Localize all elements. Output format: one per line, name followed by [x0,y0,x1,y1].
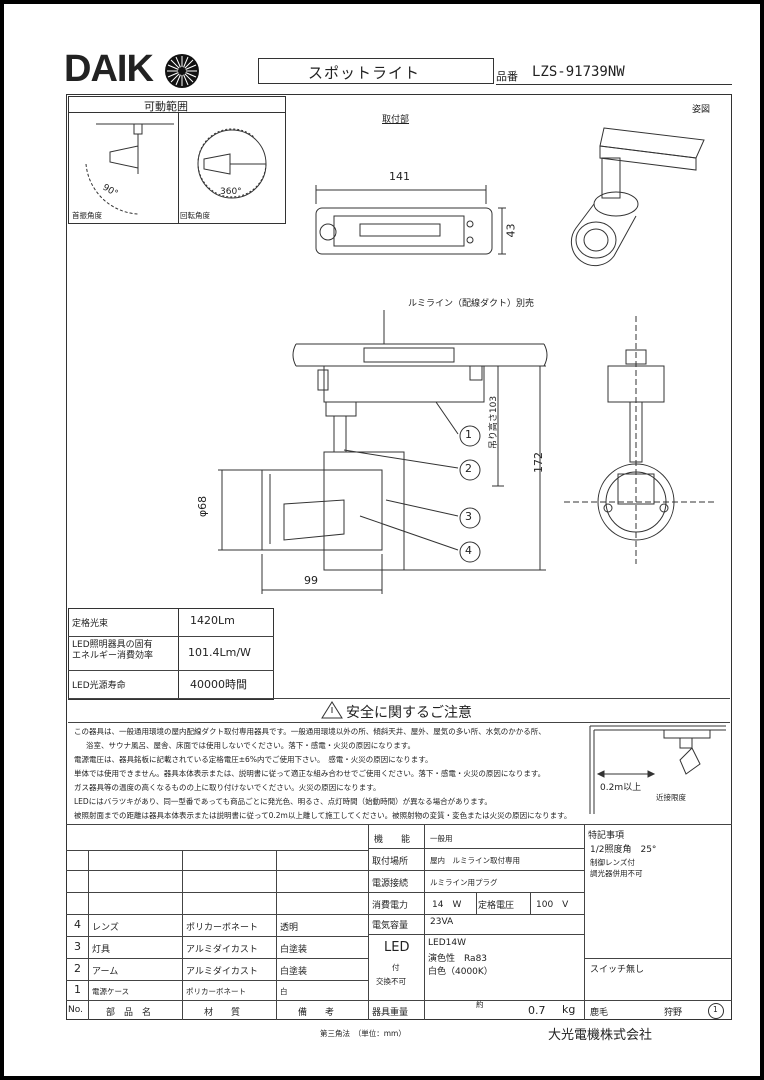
capacity-value: 23VA [430,917,454,927]
parts-header-name: 部 品 名 [106,1008,152,1018]
part-material: アルミダイカスト [186,945,258,955]
rated-voltage-value: 100 V [536,900,569,910]
weight-approx: 約 [476,1000,484,1009]
notes-title: 特記事項 [588,831,625,841]
spec-sheet: DAIK スポットライト 品番 LZS-91739NW 可動範囲 首振角度 回転… [4,4,760,1076]
power-value: 14 W [432,900,462,910]
part-name: 灯具 [92,945,111,955]
caution-item: LEDにはバラツキがあり、同一型番であっても商品ごとに発光色、明るさ、点灯時間（… [74,797,492,806]
projection-note: 第三角法 （単位：mm） [320,1029,406,1038]
spec-value-efficiency: 101.4Lm/W [188,646,251,659]
mount-place-value: 屋内 ルミライン取付専用 [430,856,520,865]
caution-title: 安全に関するご注意 [346,705,472,721]
notes-line: 制御レンズ付 [590,858,635,867]
clearance-label: 近接限度 [656,793,686,802]
header-rule [496,84,732,85]
logo-sun-icon [165,54,199,88]
clearance-distance: 0.2m以上 [600,783,642,793]
caution-item: 単体では使用できません。器具本体表示または、説明書に従って適正な組み合わせでご使… [74,769,546,778]
drawing-frame [66,94,732,1020]
led-value-3: 白色（4000K） [428,967,493,977]
movable-range-title: 可動範囲 [144,100,188,113]
notes-line: 1/2照度角 25° [590,845,657,855]
sheet-number: 1 [713,1005,718,1014]
part-note: 白塗装 [280,967,308,977]
led-value-1: LED14W [428,938,466,948]
specs-table [68,608,274,700]
led-label-sub: 付 [392,963,400,972]
part-material: ポリカーボネート [186,987,246,996]
callout-3: 3 [465,510,472,523]
product-title: スポットライト [308,64,421,82]
caution-item: 被照射面までの距離は器具本体表示または説明書に従って0.2m以上離して施工してく… [74,811,572,820]
part-no: 3 [74,940,81,953]
connection-label: 電源接続 [372,879,409,889]
led-label: LED [384,940,410,955]
model-number: LZS-91739NW [532,64,625,80]
part-name: 電源ケース [92,987,130,996]
function-value: 一般用 [430,834,453,843]
rail-note: ルミライン（配線ダクト）別売 [408,299,535,309]
part-no: 2 [74,962,81,975]
part-name: レンズ [92,923,119,933]
caution-item: 電源電圧は、器具銘板に記載されている定格電圧±6%内でご使用下さい。 感電・火災… [74,755,433,764]
clearance-diagram [589,725,726,814]
part-no: 1 [74,983,81,996]
callout-2: 2 [465,462,472,475]
caution-item: この器具は、一般通用環境の屋内配線ダクト取付専用器具です。一般通用環境以外の所、… [74,727,546,736]
technical-drawing [85,123,714,594]
company-name: 大光電機株式会社 [548,1028,653,1043]
signature-checker: 狩野 [664,1008,683,1018]
caution-item: ガス器具等の温度の高くなるものの上に取り付けないでください。火災の原因になります… [74,783,381,792]
signature-drafter: 鹿毛 [590,1008,609,1018]
part-material: アルミダイカスト [186,967,258,977]
rated-voltage-label: 定格電圧 [478,901,515,911]
movable-range-box [68,96,286,224]
part-note: 白塗装 [280,945,308,955]
company-logo: DAIK [64,48,154,91]
caution-item: 浴室、サウナ風呂、屋舎、床面では使用しないでください。落下・感電・火災の原因にな… [86,741,416,750]
spec-value-flux: 1420Lm [190,614,235,627]
notes-line: 調光器併用不可 [590,869,643,878]
spec-label-flux: 定格光束 [72,619,109,629]
view-label: 姿図 [692,105,711,115]
weight-label: 器具重量 [372,1008,409,1018]
part-no: 4 [74,918,81,931]
weight-unit: kg [562,1003,576,1016]
capacity-label: 電気容量 [372,921,409,931]
model-label: 品番 [496,70,518,83]
connection-value: ルミライン用プラグ [430,878,498,887]
led-label-replace: 交換不可 [376,977,406,986]
spec-value-life: 40000時間 [190,678,247,691]
rotation-degree: 360° [220,187,242,197]
mount-place-label: 取付場所 [372,857,409,867]
title-box [258,58,494,84]
spec-label-efficiency: LED照明器具の固有 エネルギー消費効率 [72,640,154,661]
part-material: ポリカーボネート [186,923,259,933]
parts-header-note: 備 考 [298,1008,335,1018]
parts-header-no: No. [68,1005,83,1015]
weight-value: 0.7 [528,1004,546,1017]
callout-4: 4 [465,544,472,557]
dim-99: 99 [304,574,318,587]
part-note: 白 [280,987,288,996]
callout-1: 1 [465,428,472,441]
part-name: アーム [92,967,119,977]
led-value-2: 演色性 Ra83 [428,954,488,964]
rotation-label: 回転角度 [180,211,210,220]
warning-icon [321,701,343,719]
logo-text: DAIK [64,48,154,90]
dim-141: 141 [389,170,410,183]
parts-header-material: 材 質 [204,1008,241,1018]
spec-label-life: LED光源寿命 [72,681,126,691]
tilt-label: 首振角度 [72,211,102,220]
function-label: 機 能 [374,835,411,845]
sheet-number-circle [708,1003,724,1019]
mount-label: 取付部 [382,115,410,125]
power-label: 消費電力 [372,901,409,911]
switch-note: スイッチ無し [590,965,645,975]
part-note: 透明 [280,923,299,933]
